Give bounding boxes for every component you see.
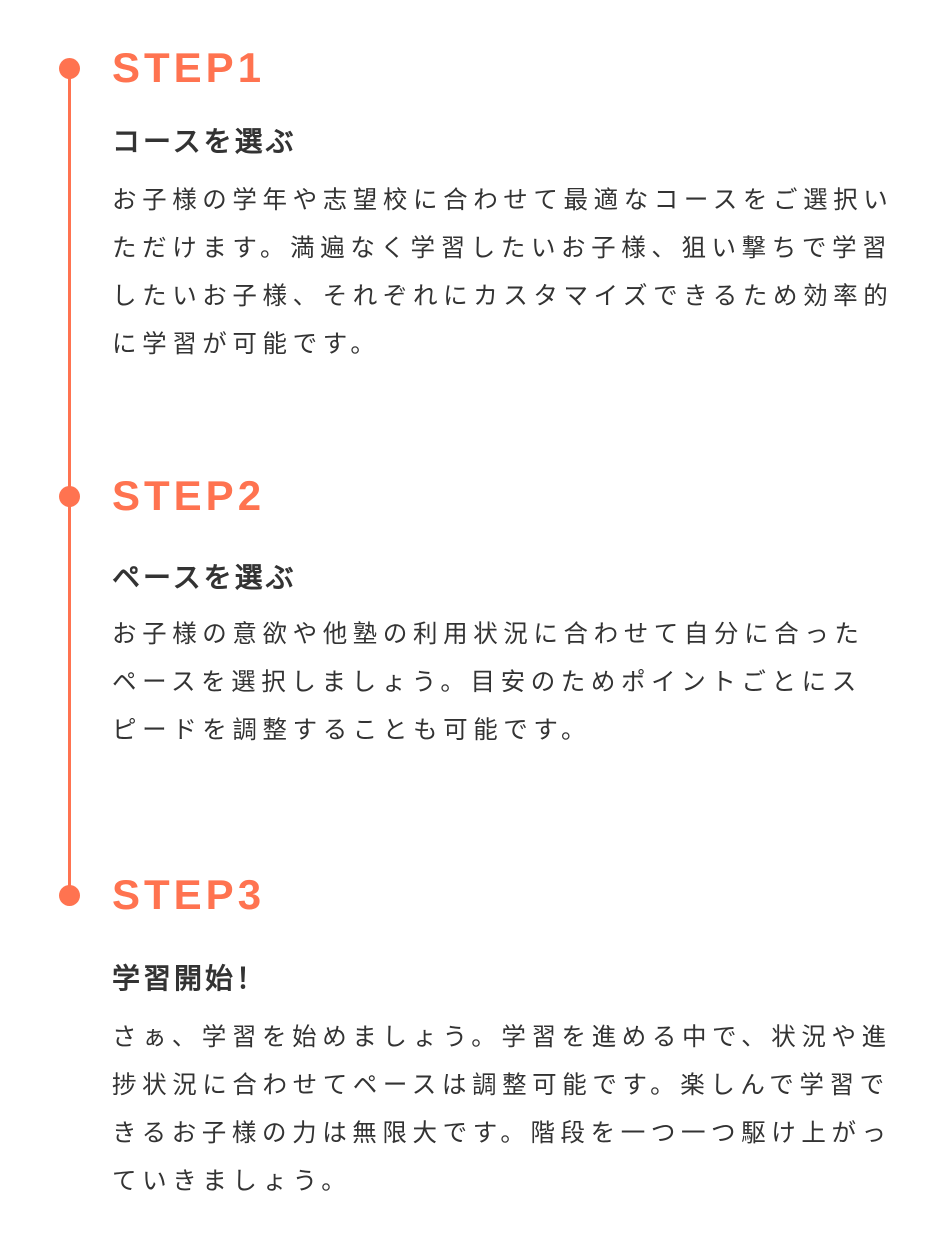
description-line: ピードを調整することも可能です。 xyxy=(112,715,592,744)
description-line: お子様の意欲や他塾の利用状況に合わせて自分に合った xyxy=(112,619,865,648)
step-title: STEP1 xyxy=(112,44,266,91)
step-description: さぁ、学習を始めましょう。学習を進める中で、状況や進 捗状況に合わせてペースは調… xyxy=(112,1013,932,1205)
timeline-dot-step2 xyxy=(59,486,80,507)
step-subtitle: 学習開始！ xyxy=(112,962,268,995)
description-line: したいお子様、それぞれにカスタマイズできるため効率的 xyxy=(112,281,894,310)
description-line: 捗状況に合わせてペースは調整可能です。楽しんで学習で xyxy=(112,1070,890,1099)
description-line: ただけます。満遍なく学習したいお子様、狙い撃ちで学習 xyxy=(112,233,893,262)
timeline-dot-step1 xyxy=(59,58,80,79)
step-title: STEP3 xyxy=(112,871,266,918)
step-subtitle: ペースを選ぶ xyxy=(112,561,297,594)
description-line: ていきましょう。 xyxy=(112,1166,352,1195)
step-description: お子様の意欲や他塾の利用状況に合わせて自分に合った ペースを選択しましょう。目安… xyxy=(112,610,932,754)
step-3: STEP3 学習開始！ さぁ、学習を始めましょう。学習を進める中で、状況や進 捗… xyxy=(112,871,932,1205)
step-title: STEP2 xyxy=(112,472,266,519)
timeline-line xyxy=(68,68,71,896)
description-line: きるお子様の力は無限大です。階段を一つ一つ駆け上がっ xyxy=(112,1118,892,1147)
description-line: お子様の学年や志望校に合わせて最適なコースをご選択い xyxy=(112,185,894,214)
step-1: STEP1 コースを選ぶ お子様の学年や志望校に合わせて最適なコースをご選択い … xyxy=(112,44,932,368)
description-line: ペースを選択しましょう。目安のためポイントごとにス xyxy=(112,667,862,696)
timeline-dot-step3 xyxy=(59,885,80,906)
description-line: さぁ、学習を始めましょう。学習を進める中で、状況や進 xyxy=(112,1022,892,1051)
step-description: お子様の学年や志望校に合わせて最適なコースをご選択い ただけます。満遍なく学習し… xyxy=(112,176,932,368)
step-subtitle: コースを選ぶ xyxy=(112,125,297,158)
step-2: STEP2 ペースを選ぶ お子様の意欲や他塾の利用状況に合わせて自分に合った ペ… xyxy=(112,472,932,754)
description-line: に学習が可能です。 xyxy=(112,329,381,358)
